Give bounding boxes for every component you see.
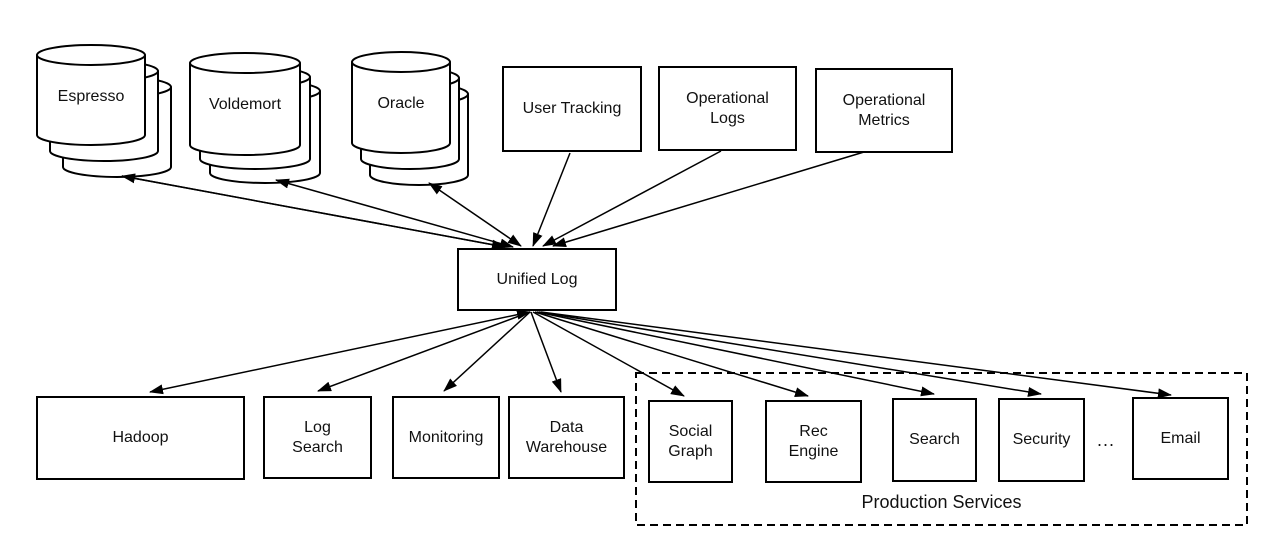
edge-oracle-unified-log — [428, 182, 522, 247]
monitoring-box: Monitoring — [392, 396, 500, 479]
edge-unified-log-data-warehouse — [530, 311, 562, 393]
edge-unified-log-monitoring — [443, 311, 531, 392]
edge-unified-log-search — [536, 311, 935, 397]
log-search-box: Log Search — [263, 396, 372, 479]
edge-unified-log-email — [540, 311, 1172, 399]
ellipsis-more-services: ... — [1096, 430, 1115, 450]
edge-unified-log-log-search — [317, 311, 531, 392]
voldemort-label-text: Voldemort — [208, 96, 282, 113]
user-tracking-label: User Tracking — [522, 100, 622, 117]
security-label: Security — [1012, 431, 1071, 448]
data-warehouse-label: Data Warehouse — [525, 418, 608, 456]
social-graph-box: Social Graph — [648, 400, 733, 483]
log-search-label: Log Search — [292, 418, 343, 456]
production-services-group-border — [635, 372, 1248, 526]
monitoring-label: Monitoring — [408, 428, 484, 446]
voldemort-label: Voldemort — [190, 94, 300, 116]
edge-lines — [121, 150, 1172, 399]
edge-operational-logs-unified-log — [542, 150, 722, 247]
espresso-database-icon — [36, 44, 172, 178]
operational-metrics-label: Operational Metrics — [842, 91, 926, 129]
edge-voldemort-unified-log — [275, 178, 514, 249]
security-box: Security — [998, 398, 1085, 482]
edge-unified-log-security — [538, 311, 1042, 397]
edge-unified-log-rec-engine — [534, 311, 809, 397]
espresso-label: Espresso — [37, 86, 145, 108]
unified-log-box: Unified Log — [457, 248, 617, 311]
email-label: Email — [1160, 429, 1201, 447]
production-services-caption: Production Services — [861, 492, 1022, 512]
hadoop-box: Hadoop — [36, 396, 245, 480]
search-box: Search — [892, 398, 977, 482]
operational-logs-label: Operational Logs — [686, 89, 769, 127]
oracle-label-text: Oracle — [377, 95, 425, 112]
unified-log-label: Unified Log — [496, 270, 578, 288]
oracle-label: Oracle — [352, 93, 450, 115]
espresso-label-text: Espresso — [57, 88, 125, 105]
oracle-database-icon — [351, 51, 469, 186]
edge-user-tracking-unified-log — [532, 152, 571, 247]
operational-logs-box: Operational Logs — [658, 66, 797, 151]
rec-engine-label: Rec Engine — [788, 422, 839, 460]
email-box: Email — [1132, 397, 1229, 480]
user-tracking-box: User Tracking — [502, 66, 642, 152]
edge-operational-metrics-unified-log — [552, 151, 865, 248]
search-label: Search — [909, 431, 960, 448]
edge-espresso-unified-log — [121, 175, 506, 250]
data-warehouse-box: Data Warehouse — [508, 396, 625, 479]
social-graph-label: Social Graph — [668, 422, 713, 460]
edge-unified-log-social-graph — [532, 311, 685, 397]
rec-engine-box: Rec Engine — [765, 400, 862, 483]
hadoop-label: Hadoop — [112, 429, 169, 446]
edge-unified-log-hadoop — [149, 309, 531, 395]
operational-metrics-box: Operational Metrics — [815, 68, 953, 153]
voldemort-database-icon — [189, 52, 321, 184]
